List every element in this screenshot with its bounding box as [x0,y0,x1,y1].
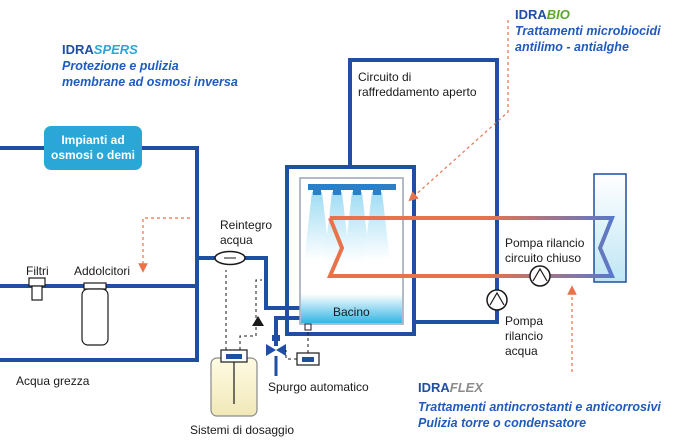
basin-water [301,294,402,323]
arrow-bio [408,20,509,202]
brand-idrabio: IDRABIO [515,7,570,22]
pipe-reintegro [195,256,308,310]
pump-closed-circuit [529,265,551,287]
sistemi-label: Sistemi di dosaggio [190,423,295,437]
closed-loop [326,216,616,278]
spurgo-label: Spurgo automatico [268,380,369,394]
cooling-tower [285,165,416,336]
addolcitori-label: Addolcitori [74,264,131,278]
pipe-circuit-open [348,58,499,324]
brand-suffix-flex: FLEX [449,380,484,395]
pipe-lower-return [0,284,199,362]
filtri-label: Filtri [26,264,49,278]
dosing-tank [210,349,258,417]
pompa-chiuso-label-line1: Pompa rilancio [505,236,585,250]
pompa-acqua-label-line3: acqua [505,344,538,358]
pipe-network [0,58,499,362]
purge-valve [266,335,286,376]
filter-unit [28,277,46,301]
annotation-arrows [138,20,577,372]
impianti-label-line1: Impianti ad [61,133,125,147]
dosing-injector [252,316,264,326]
brand-suffix-spers: SPERS [93,42,138,57]
desc-flex-line1: Trattamenti antincrostanti e anticorrosi… [418,400,661,414]
desc-spers-line1: Protezione e pulizia [62,59,179,73]
desc-spers-line2: membrane ad osmosi inversa [62,75,238,89]
circuito-label-line1: Circuito di [358,70,412,84]
desc-bio-line2: antilimo - antialghe [515,40,629,54]
spray-header [308,184,396,190]
brand-idraflex: IDRAFLEX [418,380,484,395]
desc-flex-line2: Pulizia torre o condensatore [418,416,587,430]
purge-controller [285,323,320,366]
dosing-lines [225,270,262,350]
brand-idraspers: IDRASPERS [62,42,138,57]
pump-water [486,289,508,311]
impianti-box: Impianti ad osmosi o demi [44,126,142,170]
pompa-acqua-label-line2: rilancio [505,329,544,343]
reintegro-label-line1: Reintegro [220,218,273,232]
impianti-label-line2: osmosi o demi [50,148,136,162]
pompa-chiuso-label-line2: circuito chiuso [505,251,582,265]
pompa-acqua-label-line1: Pompa [505,314,544,328]
reintegro-label-line2: acqua [220,233,253,247]
circuito-label-line2: raffreddamento aperto [358,85,477,99]
arrow-spers [138,217,190,273]
spray-nozzles [304,192,390,262]
bacino-label: Bacino [333,305,370,319]
desc-bio-line1: Trattamenti microbiocidi [515,24,661,38]
brand-suffix-bio: BIO [546,7,570,22]
softener-unit [81,282,109,346]
reintegro-valve [214,250,246,266]
acqua-grezza-label: Acqua grezza [16,374,90,388]
